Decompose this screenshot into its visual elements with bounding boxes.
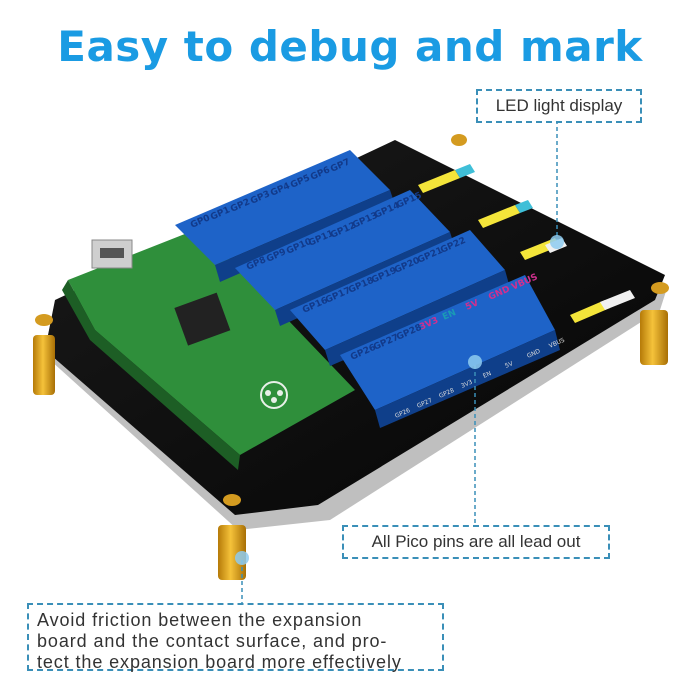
standoff-front-center: [218, 494, 246, 580]
standoff-back: [451, 134, 467, 146]
led-strip-2: [478, 200, 533, 228]
pins-callout: All Pico pins are all lead out: [342, 525, 610, 559]
pins-callout-pointer: [468, 355, 482, 525]
led-dot-icon: [550, 235, 564, 249]
pin-label: 3V3: [460, 379, 474, 390]
pin-label: 5V: [464, 298, 480, 313]
pin-label: 5V: [504, 360, 515, 370]
standoff-front-left: [33, 314, 55, 395]
pin-label: EN: [482, 370, 492, 380]
led-callout-pointer: [550, 120, 564, 249]
terminal-row-4: [340, 275, 560, 428]
friction-callout: Avoid friction between the expansion boa…: [27, 603, 444, 672]
friction-callout-pointer: [235, 551, 249, 603]
led-strip-4: [570, 290, 635, 323]
led-strip-1: [418, 164, 475, 193]
standoff-right: [640, 282, 669, 365]
friction-callout-line: board and the contact surface, and pro-: [37, 631, 388, 651]
pico-board: [62, 228, 355, 470]
friction-callout-line: Avoid friction between the expansion: [37, 610, 363, 630]
usb-port-icon: [91, 239, 133, 269]
headline: Easy to debug and mark: [57, 22, 643, 71]
raspberry-logo-icon: [260, 381, 288, 409]
friction-callout-line: tect the expansion board more effectivel…: [37, 652, 402, 672]
led-callout: LED light display: [476, 89, 642, 123]
